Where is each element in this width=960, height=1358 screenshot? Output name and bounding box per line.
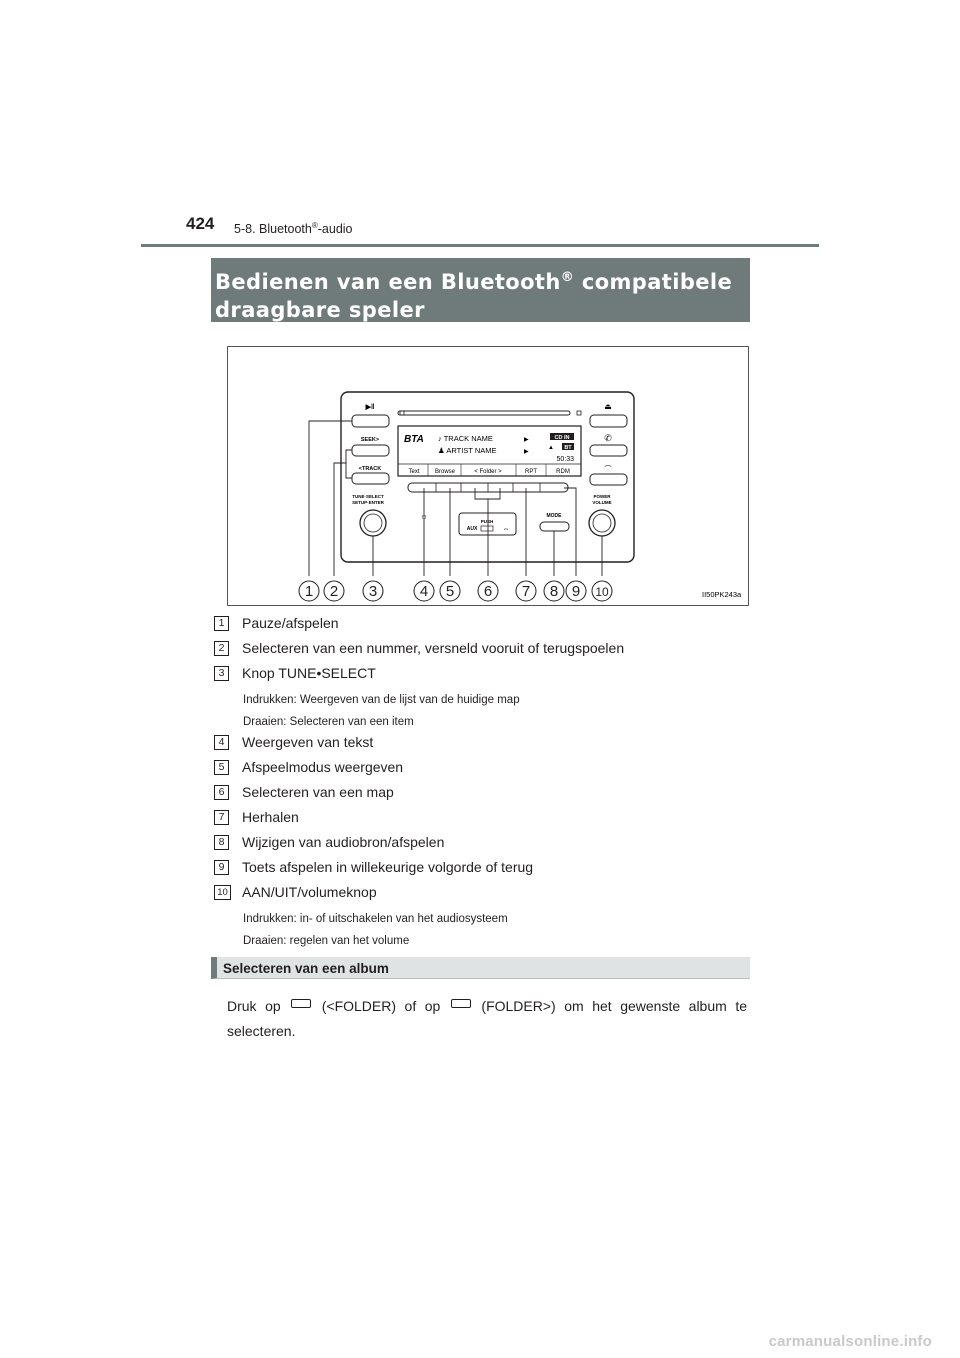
list-item: 6 Selecteren van een map [214,783,754,808]
section-breadcrumb: 5-8. Bluetooth®-audio [234,221,353,237]
setup-label: SETUP·ENTER [352,500,385,505]
softkey-folder: < Folder > [474,469,502,475]
list-item: 2 Selecteren van een nummer, versneld voo… [214,639,754,664]
svg-text:▲: ▲ [548,445,554,451]
audio-unit-figure: ▶‖ SEEK> <TRACK TUNE·SELECT SETUP·ENTER … [227,346,749,606]
item-label: Toets afspelen in willekeurige volgorde … [242,859,534,875]
item-label: Weergeven van tekst [242,734,374,750]
list-item: 1 Pauze/afspelen [214,614,754,639]
tune-label: TUNE·SELECT [352,494,384,499]
mode-button [539,521,570,532]
item-number: 8 [214,835,229,850]
list-item: 4 Weergeven van tekst [214,733,754,758]
item-label: Wijzigen van audiobron/afspelen [242,834,445,850]
display-track: ♪ TRACK NAME [438,434,493,443]
callout-8: 8 [550,583,558,600]
phone-off-hook-button [589,444,628,457]
item-label: Selecteren van een map [242,784,394,800]
item-label: Pauze/afspelen [242,615,339,631]
display-artist: ♟ ARTIST NAME [438,446,497,455]
list-item: 9 Toets afspelen in willekeurige volgorde… [214,858,754,883]
list-item: 5 Afspeelmodus weergeven [214,758,754,783]
item-label: Afspeelmodus weergeven [242,759,404,775]
item-subtext: Indrukken: Weergeven van de lijst van de… [243,694,520,706]
item-number: 9 [214,860,229,875]
item-subtext: Indrukken: in- of uitschakelen van het a… [243,913,508,925]
svg-text:⏏: ⏏ [604,402,612,411]
item-number: 3 [214,666,229,681]
eject-button [589,414,628,428]
item-number: 4 [214,735,229,750]
svg-text:⇔: ⇔ [503,526,510,533]
subsection-title: Selecteren van een album [223,961,389,976]
callout-2: 2 [330,583,338,600]
softkey-browse: Browse [435,469,456,475]
page-title: Bedienen van een Bluetooth® compatibele … [215,270,733,322]
display-bt: BT [564,445,572,451]
watermark: carmanualsonline.info [768,1333,932,1350]
item-number: 7 [214,810,229,825]
display-source: BTA [404,434,424,445]
callout-4: 4 [420,583,428,600]
mode-label: MODE [547,513,563,519]
svg-text:▶‖: ▶‖ [365,404,375,411]
item-number: 6 [214,785,229,800]
volume-label: VOLUME [592,500,611,505]
softkey-text: Text [408,469,419,475]
callout-9: 9 [572,583,580,600]
item-number: 1 [214,616,229,631]
legend-list: 1 Pauze/afspelen 2 Selecteren van een numm… [214,614,754,952]
callout-1: 1 [305,583,313,600]
seek-label: SEEK> [361,437,379,443]
header-rule [141,244,819,247]
subsection-banner [211,957,750,979]
cd-slot [397,410,571,416]
item-number: 5 [214,760,229,775]
power-label: POWER [593,494,611,499]
display-time: 50:33 [556,456,574,463]
folder-button-icon [450,998,471,1008]
list-item: 10 AAN/UIT/volumeknop [214,883,754,908]
svg-text:✆: ✆ [604,433,612,443]
track-label: <TRACK [359,466,381,472]
item-number: 2 [214,641,229,656]
push-label: PUSH [481,519,494,524]
seek-button [351,444,390,457]
item-subtext: Draaien: regelen van het volume [243,935,410,947]
callout-3: 3 [369,583,377,600]
svg-text:⌒: ⌒ [605,465,612,473]
item-subtext: Draaien: Selecteren van een item [243,716,414,728]
track-button [351,472,390,485]
folder-button-icon [291,998,312,1008]
softkey-rpt: RPT [525,469,537,475]
subsection-paragraph: Druk op (<FOLDER) of op (FOLDER>) om het… [227,998,747,1039]
page-number: 424 [186,214,215,233]
svg-text:▶: ▶ [524,437,529,443]
item-label: Selecteren van een nummer, versneld voor… [242,640,625,656]
item-label: Herhalen [242,809,299,825]
list-item: 8 Wijzigen van audiobron/afspelen [214,833,754,858]
callout-10: 10 [595,585,609,599]
callout-7: 7 [522,583,530,600]
item-label: Knop TUNE•SELECT [242,665,376,681]
display-cd-in: CD IN [555,435,570,441]
figure-code: II50PK243a [702,590,742,599]
svg-text:▶: ▶ [524,449,529,455]
list-item: 7 Herhalen [214,808,754,833]
list-item: 3 Knop TUNE•SELECT [214,664,754,689]
item-number: 10 [214,885,231,900]
phone-on-hook-button [589,473,628,486]
aux-usb-port-cover [458,512,517,536]
title-banner [211,258,750,322]
aux-label: AUX [467,526,478,532]
softkey-rdm: RDM [556,469,570,475]
callout-6: 6 [484,583,492,600]
callout-5: 5 [446,583,454,600]
item-label: AAN/UIT/volumeknop [242,884,377,900]
play-pause-button [351,414,390,428]
